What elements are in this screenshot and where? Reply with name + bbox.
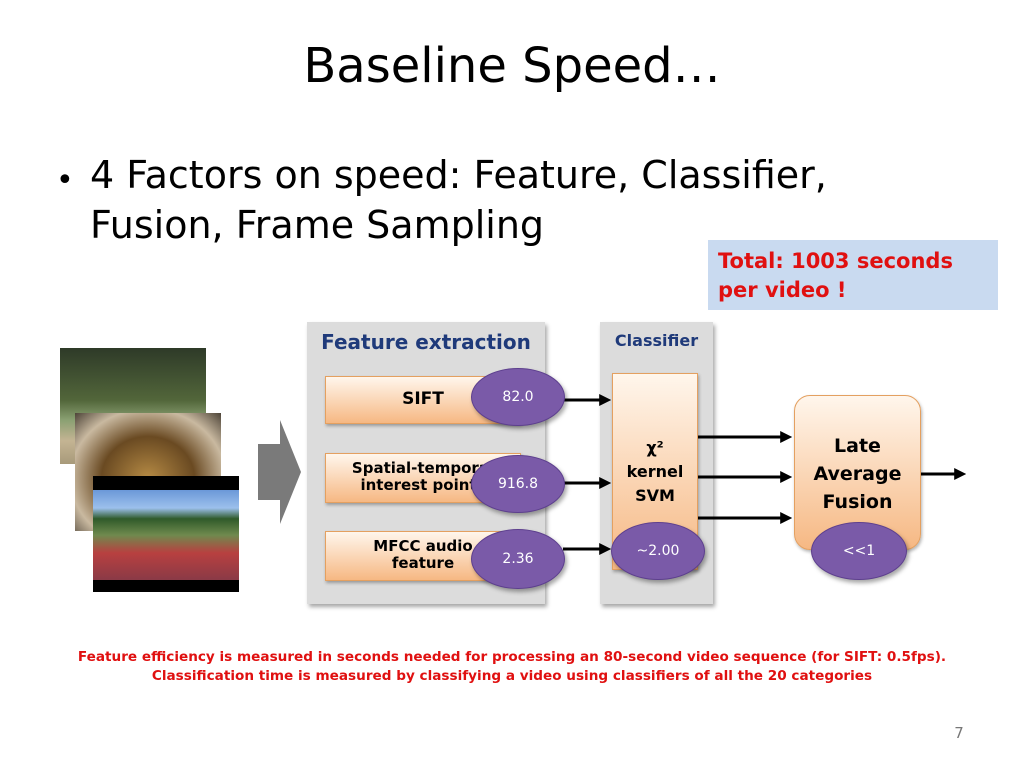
footnote: Feature efficiency is measured in second…: [0, 648, 1024, 686]
time-badge-stip: 916.8: [471, 455, 565, 513]
time-badge-mfcc: 2.36: [471, 529, 565, 589]
feature-label-line-1: Spatial-temporal: [351, 459, 495, 477]
footnote-line-1: Feature efficiency is measured in second…: [77, 649, 947, 665]
input-block-arrow-icon: [258, 420, 301, 524]
classifier-label-line-1: χ²: [646, 438, 664, 457]
classifier-title: Classifier: [614, 331, 699, 350]
total-time-note: Total: 1003 seconds per video !: [708, 240, 998, 310]
feature-label-line-2: feature: [391, 554, 455, 572]
video-thumbnail-outdoor: [93, 476, 239, 592]
total-note-line-2: per video !: [718, 278, 847, 302]
page-number: 7: [954, 724, 964, 742]
time-badge-classifier: ~2.00: [611, 522, 705, 580]
time-badge-sift: 82.0: [471, 368, 565, 426]
feature-label: SIFT: [402, 389, 444, 409]
classifier-label-line-2: kernel: [626, 462, 684, 481]
feature-label-line-2: interest points: [360, 476, 486, 494]
feature-extraction-title: Feature extraction: [321, 330, 531, 354]
fusion-label-line-1: Late: [834, 435, 881, 457]
time-badge-fusion: <<1: [811, 522, 907, 580]
bullet-dot-icon: •: [56, 163, 74, 198]
fusion-label-line-3: Fusion: [822, 491, 893, 513]
fusion-label-line-2: Average: [813, 463, 902, 485]
total-note-line-1: Total: 1003 seconds: [718, 249, 953, 273]
footnote-line-2: Classification time is measured by class…: [151, 668, 873, 684]
bullet-text: 4 Factors on speed: Feature, Classifier,…: [90, 153, 827, 247]
feature-label-line-1: MFCC audio: [373, 537, 473, 555]
classifier-label-line-3: SVM: [635, 486, 675, 505]
slide-title: Baseline Speed…: [303, 38, 721, 94]
